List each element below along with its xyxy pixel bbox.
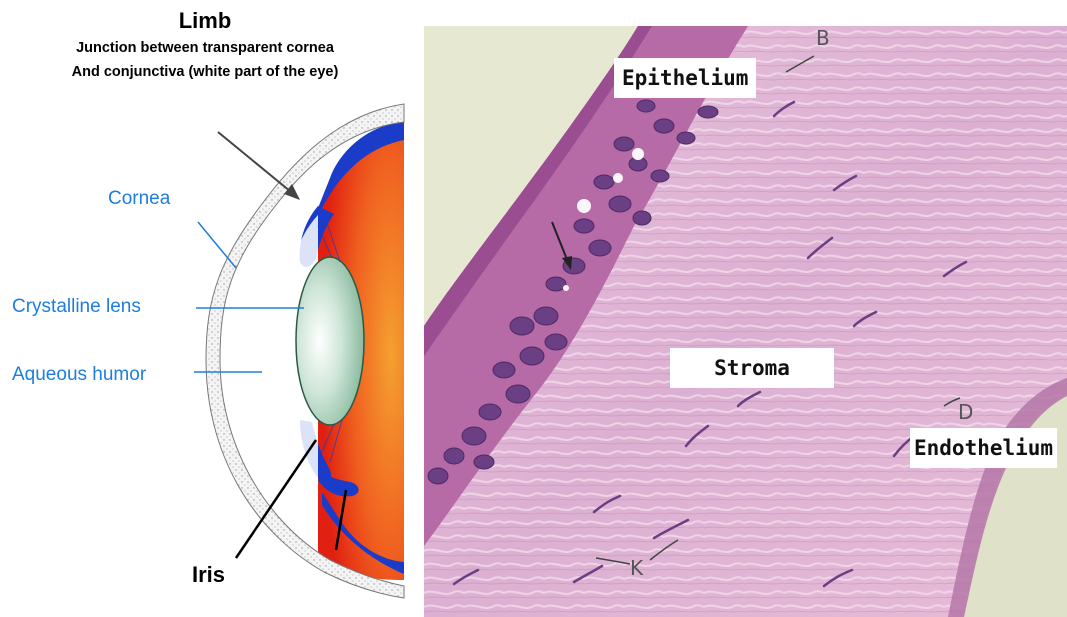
iris-label: Iris	[192, 562, 225, 588]
letter-d-label: D	[958, 400, 973, 424]
lens-shape	[296, 257, 364, 425]
aqueous-humor-label: Aqueous humor	[12, 364, 146, 386]
letter-b-label: B	[816, 26, 830, 50]
cornea-label: Cornea	[108, 188, 170, 210]
cornea-pointer-line	[198, 222, 236, 268]
crystalline-lens-label: Crystalline lens	[12, 296, 141, 318]
eye-diagram-panel: Limb Junction between transparent cornea…	[0, 0, 410, 617]
cornea-micrograph-panel: Epithelium Stroma Endothelium B D K	[424, 26, 1067, 617]
letter-k-label: K	[630, 556, 643, 580]
limb-pointer-line	[218, 132, 296, 196]
epithelium-label: Epithelium	[614, 58, 756, 98]
stroma-label: Stroma	[670, 348, 834, 388]
micrograph-image	[424, 26, 1067, 617]
endothelium-label: Endothelium	[910, 428, 1057, 468]
